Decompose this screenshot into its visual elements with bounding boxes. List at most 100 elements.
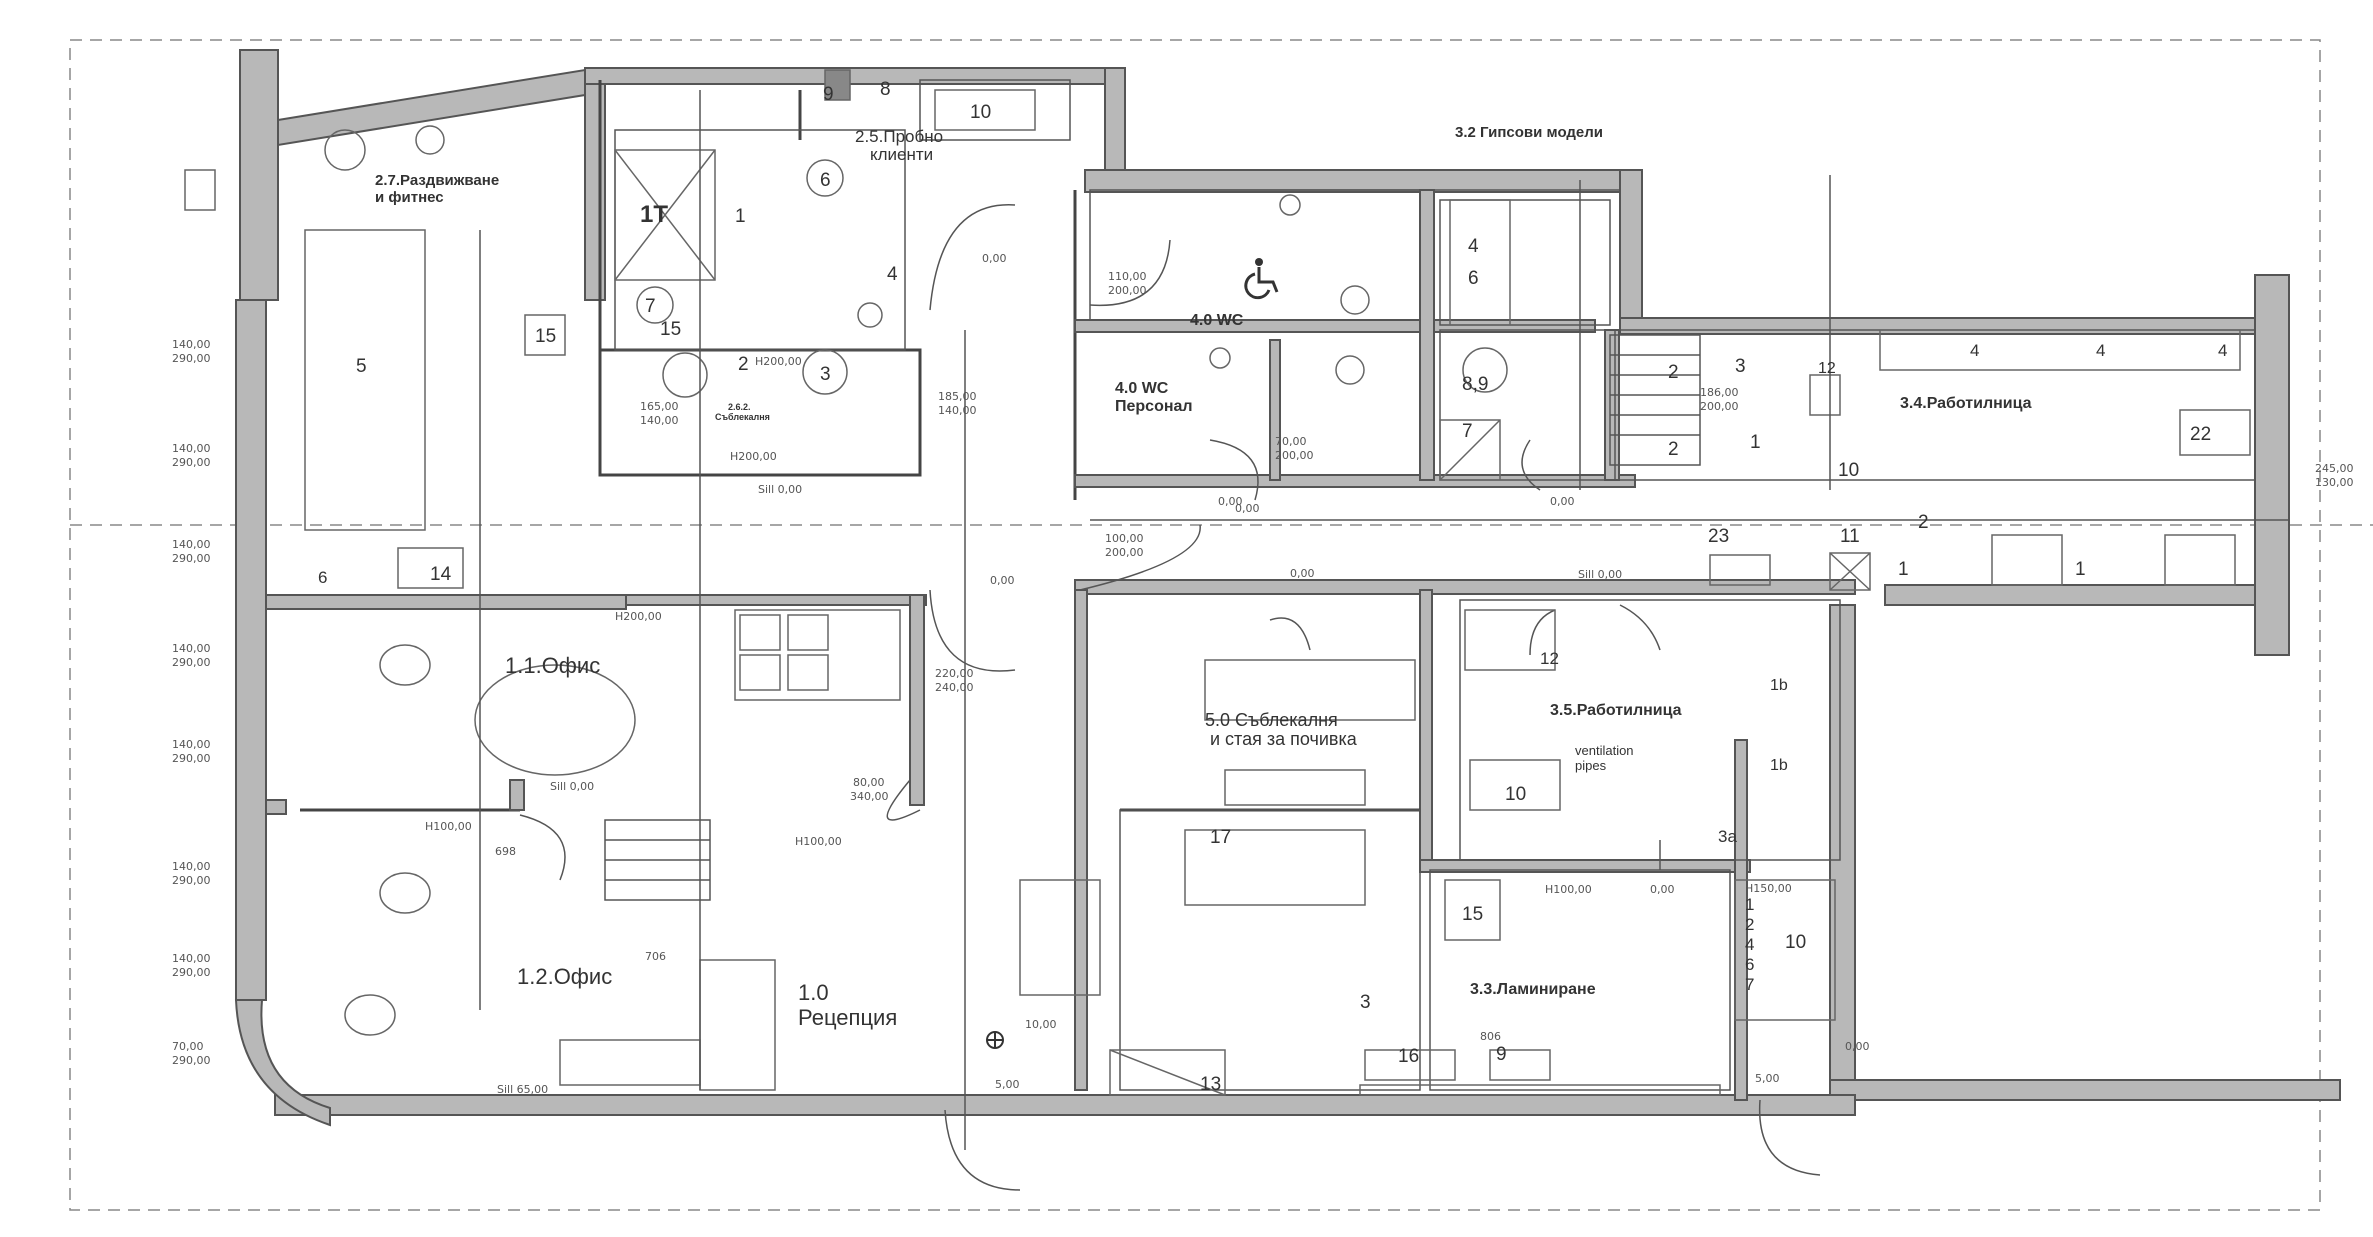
item-number: 1b: [1770, 757, 1788, 774]
svg-text:H100,00: H100,00: [795, 835, 842, 848]
svg-text:186,00: 186,00: [1700, 386, 1739, 399]
svg-text:165,00: 165,00: [640, 400, 679, 413]
item-number: 16: [1398, 1046, 1419, 1067]
interior-walls: [265, 80, 1856, 1101]
item-number: 1T: [640, 201, 668, 228]
item-number: 1: [1745, 895, 1754, 914]
svg-text:Sill 0,00: Sill 0,00: [758, 483, 802, 496]
svg-text:200,00: 200,00: [1105, 546, 1144, 559]
item-number: 23: [1708, 526, 1729, 547]
svg-text:70,00: 70,00: [172, 1040, 204, 1053]
item-number: 4: [2096, 341, 2105, 360]
svg-text:698: 698: [495, 845, 516, 858]
item-number: 2: [1668, 362, 1679, 383]
item-number: 2: [1745, 915, 1754, 934]
item-number: 4: [1468, 236, 1479, 257]
item-number: 6: [318, 568, 327, 587]
svg-text:290,00: 290,00: [172, 456, 211, 469]
item-number: 3: [1735, 356, 1746, 377]
svg-text:220,00: 220,00: [935, 667, 974, 680]
svg-text:140,00: 140,00: [172, 538, 211, 551]
svg-text:245,00: 245,00: [2315, 462, 2354, 475]
svg-text:0,00: 0,00: [982, 252, 1007, 265]
item-number: 2: [738, 354, 749, 375]
svg-text:706: 706: [645, 950, 666, 963]
item-number: 17: [1210, 827, 1231, 848]
item-number: 10: [1838, 460, 1859, 481]
svg-text:200,00: 200,00: [1275, 449, 1314, 462]
item-number: 4: [1745, 935, 1754, 954]
svg-text:0,00: 0,00: [1650, 883, 1675, 896]
room-label-3-4: 3.4.Работилница: [1900, 395, 2032, 412]
svg-text:200,00: 200,00: [1700, 400, 1739, 413]
furniture: [184, 69, 2251, 1096]
item-number: 15: [660, 319, 681, 340]
svg-text:H200,00: H200,00: [615, 610, 662, 623]
svg-text:100,00: 100,00: [1105, 532, 1144, 545]
stairs: [604, 334, 1701, 901]
item-number: 3: [820, 364, 831, 385]
item-number: 7: [1745, 975, 1754, 994]
svg-text:5,00: 5,00: [1755, 1072, 1780, 1085]
svg-text:130,00: 130,00: [2315, 476, 2354, 489]
svg-text:0,00: 0,00: [1845, 1040, 1870, 1053]
svg-text:140,00: 140,00: [172, 738, 211, 751]
room-label-4-0-wc: 4.0 WC: [1190, 312, 1244, 329]
svg-text:340,00: 340,00: [850, 790, 889, 803]
svg-text:140,00: 140,00: [640, 414, 679, 427]
item-numbers: 9 8 10 6 1T 1 4 7 15 15 5 2 3 4 6 8,9 7 …: [318, 79, 2227, 1095]
svg-text:290,00: 290,00: [172, 752, 211, 765]
item-number: 6: [1745, 955, 1754, 974]
item-number: 14: [430, 564, 452, 585]
svg-text:5,00: 5,00: [995, 1078, 1020, 1091]
item-number: 12: [1818, 360, 1836, 377]
item-number: 13: [1200, 1074, 1221, 1095]
svg-text:140,00: 140,00: [172, 860, 211, 873]
item-number: 1: [1898, 559, 1909, 580]
item-number: 22: [2190, 424, 2211, 445]
svg-text:H100,00: H100,00: [1545, 883, 1592, 896]
svg-text:0,00: 0,00: [1550, 495, 1575, 508]
svg-text:0,00: 0,00: [1235, 502, 1260, 515]
item-number: 1: [2075, 559, 2086, 580]
room-label-2-6-2: 2.6.2.Съблекалня: [715, 402, 770, 422]
svg-text:290,00: 290,00: [172, 1054, 211, 1067]
item-number: 4: [1970, 341, 1979, 360]
svg-text:290,00: 290,00: [172, 874, 211, 887]
doors: [519, 204, 1821, 1191]
item-number: 7: [1462, 421, 1473, 442]
svg-text:140,00: 140,00: [172, 442, 211, 455]
svg-text:70,00: 70,00: [1275, 435, 1307, 448]
item-number: 15: [1462, 904, 1483, 925]
svg-text:806: 806: [1480, 1030, 1501, 1043]
item-number: 2: [1918, 512, 1929, 533]
svg-text:290,00: 290,00: [172, 552, 211, 565]
svg-text:Sill 0,00: Sill 0,00: [1578, 568, 1622, 581]
item-number: 9: [1496, 1044, 1507, 1065]
wheelchair-icon: [1244, 258, 1279, 300]
svg-text:H200,00: H200,00: [755, 355, 802, 368]
svg-text:140,00: 140,00: [172, 642, 211, 655]
item-number: 5: [356, 356, 367, 377]
item-number: 8: [880, 79, 891, 100]
item-number: 4: [2218, 341, 2227, 360]
svg-text:140,00: 140,00: [172, 952, 211, 965]
room-label-3-3: 3.3.Ламиниране: [1470, 981, 1596, 998]
svg-text:140,00: 140,00: [172, 338, 211, 351]
dimension-lines: [479, 90, 2290, 1150]
item-number: 2: [1668, 439, 1679, 460]
item-number: 1: [735, 206, 746, 227]
svg-text:H100,00: H100,00: [425, 820, 472, 833]
svg-text:110,00: 110,00: [1108, 270, 1147, 283]
item-number: 1: [1750, 432, 1761, 453]
item-number: 10: [1505, 784, 1526, 805]
svg-text:290,00: 290,00: [172, 352, 211, 365]
